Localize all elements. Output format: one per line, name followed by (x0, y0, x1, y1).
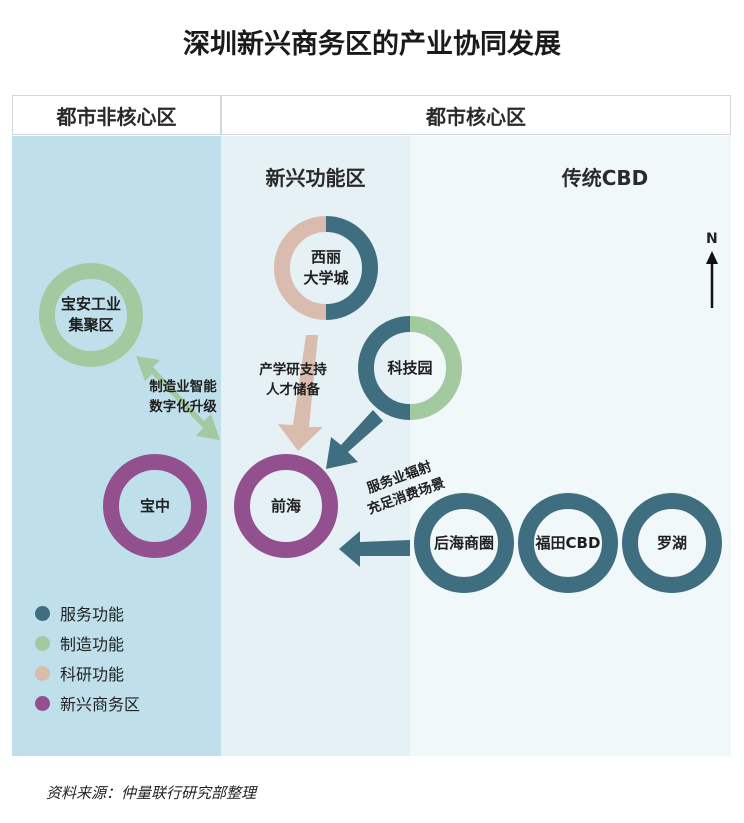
ring-qianhai (234, 454, 338, 558)
legend-dot-icon (35, 635, 50, 651)
arrow-manufacturing (136, 356, 220, 440)
legend-item: 服务功能 (35, 598, 140, 628)
emerging-zone (221, 136, 410, 756)
arrow-research (278, 335, 323, 451)
arrow-service-kejiyuan (326, 410, 383, 469)
non-core-header: 都市非核心区 (12, 95, 221, 135)
source-note: 资料来源：仲量联行研究部整理 (46, 784, 257, 802)
legend-label: 制造功能 (60, 635, 125, 654)
legend-item: 制造功能 (35, 628, 140, 658)
legend-item: 新兴商务区 (35, 688, 140, 718)
label-futian: 福田CBD (535, 533, 601, 552)
label-baoan: 宝安工业 集聚区 (60, 295, 121, 334)
page-title: 深圳新兴商务区的产业协同发展 (183, 29, 561, 60)
legend-label: 新兴商务区 (60, 695, 141, 714)
legend-dot-icon (35, 665, 50, 681)
legend: 服务功能 制造功能 科研功能 新兴商务区 (35, 598, 140, 718)
label-luohu: 罗湖 (656, 533, 687, 552)
label-houhai: 后海商圈 (433, 533, 494, 552)
ring-kejiyuan (358, 316, 462, 420)
legend-item: 科研功能 (35, 658, 140, 688)
arrow-service-houhai (339, 531, 410, 567)
north-arrow-icon (706, 251, 718, 308)
ring-futian (518, 493, 618, 593)
label-qianhai: 前海 (270, 496, 301, 515)
note-manufacturing: 制造业智能 数字化升级 (149, 379, 217, 415)
ring-luohu (622, 493, 722, 593)
legend-label: 科研功能 (60, 665, 125, 684)
north-label: N (706, 231, 718, 247)
label-xili: 西丽 大学城 (303, 248, 349, 287)
core-header: 都市核心区 (221, 95, 731, 135)
label-baozhong: 宝中 (139, 496, 170, 515)
legend-dot-icon (35, 605, 50, 621)
ring-baoan (39, 263, 143, 367)
legend-label: 服务功能 (60, 605, 125, 624)
ring-xili (274, 216, 378, 320)
label-kejiyuan: 科技园 (387, 358, 433, 377)
traditional-zone-label: 传统CBD (561, 166, 649, 190)
legend-dot-icon (35, 695, 50, 711)
emerging-zone-label: 新兴功能区 (265, 166, 366, 190)
ring-houhai (414, 493, 514, 593)
traditional-zone (410, 136, 731, 756)
non-core-zone (12, 136, 221, 756)
ring-baozhong (103, 454, 207, 558)
note-research: 产学研支持 人才储备 (259, 362, 327, 398)
